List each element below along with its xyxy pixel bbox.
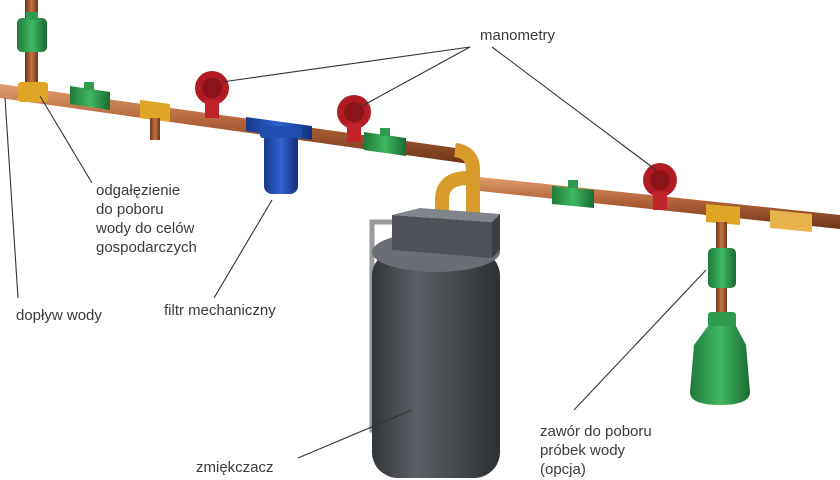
ball-valve-icon: [364, 128, 406, 156]
leader-lines: [4, 46, 707, 459]
softener-tank-icon: [372, 208, 500, 478]
sampling-bottle-icon: [690, 312, 750, 405]
label-branch-line: do poboru: [96, 201, 164, 218]
label-branch-line: gospodarczych: [96, 239, 197, 256]
pressure-gauge-icon: [337, 95, 371, 142]
label-sampling-line: zawór do poboru: [540, 423, 652, 440]
ball-valve-icon: [70, 82, 110, 110]
ball-valve-icon: [708, 248, 736, 288]
softener-elbow-pipe: [435, 143, 480, 220]
pressure-gauge-icon: [643, 163, 677, 210]
label-sampling-line: próbek wody: [540, 442, 626, 459]
label-branch-line: wody do celów: [96, 220, 195, 237]
label-filter: filtr mechaniczny: [164, 302, 276, 319]
label-softener: zmiękczacz: [196, 459, 274, 476]
label-sampling: zawór do poboru próbek wody (opcja): [540, 422, 652, 479]
brass-tee-drop: [140, 100, 170, 140]
filter-icon: [246, 117, 312, 194]
brass-tee-left: [18, 82, 48, 102]
label-branch: odgałęzienie do poboru wody do celów gos…: [96, 181, 197, 257]
label-manometry: manometry: [480, 27, 556, 44]
label-branch-line: odgałęzienie: [96, 182, 181, 199]
label-inflow: dopływ wody: [16, 307, 102, 324]
brass-union-right: [770, 210, 812, 232]
pressure-gauge-icon: [195, 71, 229, 118]
ball-valve-icon: [17, 12, 47, 52]
ball-valve-icon: [552, 180, 594, 208]
label-sampling-line: (opcja): [540, 461, 586, 478]
